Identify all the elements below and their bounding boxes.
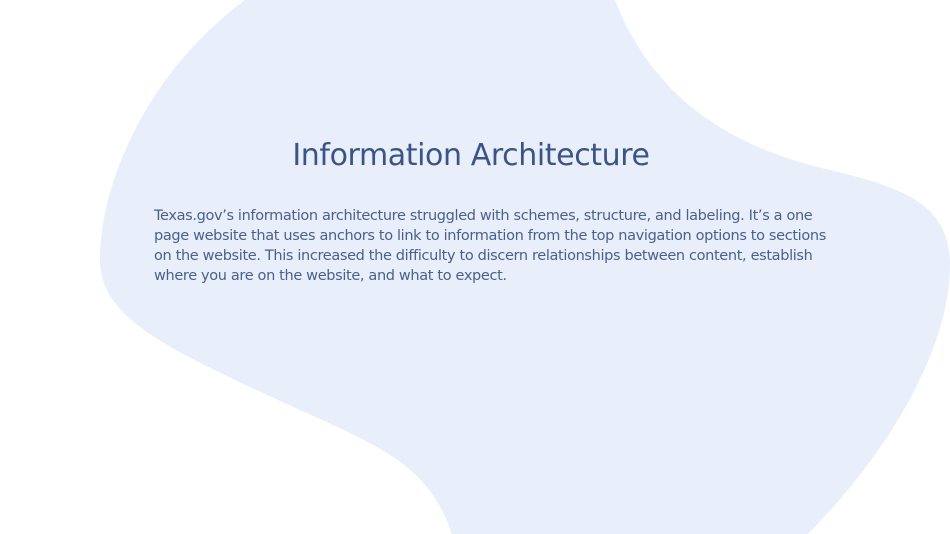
slide-body-paragraph: Texas.gov’s information architecture str… <box>154 208 826 284</box>
blob-path <box>100 0 950 534</box>
slide-title: Information Architecture <box>292 138 650 173</box>
